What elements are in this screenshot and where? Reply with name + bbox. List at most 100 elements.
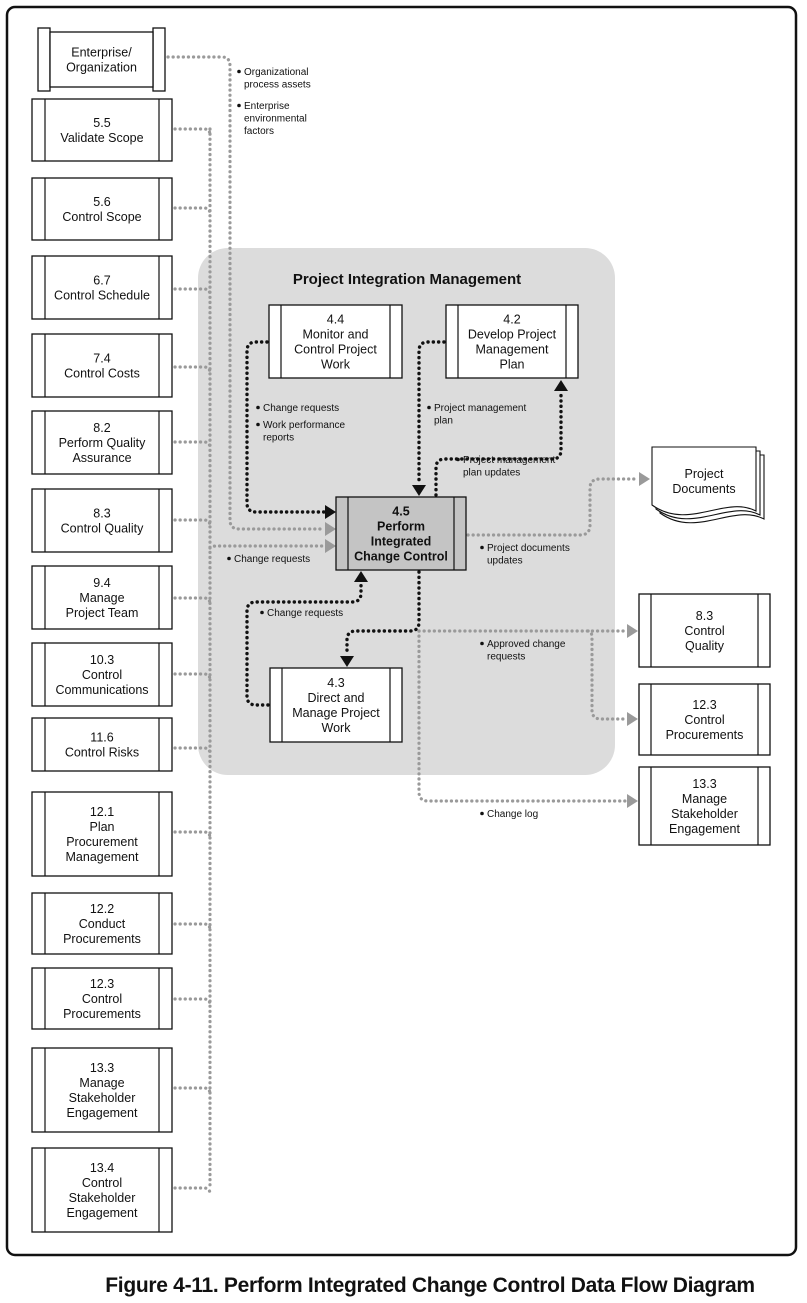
process-number: 4.2 <box>503 313 520 327</box>
process-name: Manage <box>79 1076 124 1090</box>
arrow-4-2-to-4-5 <box>412 485 426 496</box>
process-number: 13.3 <box>692 777 716 791</box>
process-name: Procurements <box>63 1007 141 1021</box>
label-line: factors <box>244 126 274 137</box>
label-line: Project documents <box>487 543 570 554</box>
label-line: Approved change <box>487 639 566 650</box>
label-line: Project management <box>434 403 526 414</box>
process-name: Stakeholder <box>69 1091 136 1105</box>
process-name: Control <box>684 713 724 727</box>
arrow-to-12-3 <box>627 712 638 726</box>
process-name: Work <box>322 721 352 735</box>
process-name: Engagement <box>67 1106 138 1120</box>
process-number: 5.5 <box>93 116 110 130</box>
flow-change-log-to-13-3 <box>417 629 628 803</box>
process-name: Change Control <box>354 550 448 564</box>
process-name: Perform Quality <box>59 436 147 450</box>
process-number: 7.4 <box>93 352 110 366</box>
label-line: Change requests <box>267 608 343 619</box>
process-name: Stakeholder <box>671 807 738 821</box>
process-number: 11.6 <box>90 731 113 745</box>
flow-enterprise-to-4-5 <box>166 55 326 531</box>
arrow-to-project-documents <box>639 472 650 486</box>
process-name: Control Quality <box>61 522 144 536</box>
arrow-enterprise-to-4-5 <box>325 522 336 536</box>
label-line: Organizational <box>244 67 308 78</box>
process-number: 8.3 <box>93 507 110 521</box>
process-name: Validate Scope <box>60 131 143 145</box>
process-name: Stakeholder <box>69 1191 136 1205</box>
process-number: 12.2 <box>90 902 114 916</box>
process-name: Procurements <box>63 932 141 946</box>
process-name: Communications <box>55 683 148 697</box>
process-name: Work <box>321 358 351 372</box>
process-name: Control Schedule <box>54 289 150 303</box>
process-name: Control Project <box>294 343 377 357</box>
process-name: Procurement <box>66 835 138 849</box>
label-line: Work performance <box>263 420 346 431</box>
process-number: 10.3 <box>90 653 114 667</box>
label-line: plan updates <box>463 468 520 479</box>
process-name: Manage Project <box>292 706 380 720</box>
process-name: Control <box>82 992 122 1006</box>
process-name: Conduct <box>79 917 126 931</box>
arrow-4-4-to-4-5 <box>325 505 336 519</box>
process-name: Manage <box>79 591 124 605</box>
process-number: 12.1 <box>90 805 114 819</box>
process-name: Control <box>82 1176 122 1190</box>
flow-4-5-to-4-3 <box>345 570 421 657</box>
process-number: 4.4 <box>327 313 344 327</box>
process-name: Control <box>82 668 122 682</box>
arrow-to-8-3 <box>627 624 638 638</box>
process-name: Monitor and <box>302 328 368 342</box>
flow-4-4-to-4-5 <box>245 340 326 514</box>
label-line: Change requests <box>234 554 310 565</box>
process-name: Plan <box>499 358 524 372</box>
label-line: reports <box>263 433 294 444</box>
process-name: Quality <box>685 639 725 653</box>
process-name: Develop Project <box>468 328 557 342</box>
process-name: Integrated <box>371 535 431 549</box>
label-change-requests-from-4-4: Change requests <box>256 403 339 414</box>
process-number: 12.3 <box>90 977 114 991</box>
process-number: 6.7 <box>93 274 110 288</box>
process-number: 8.2 <box>93 421 110 435</box>
process-name: Management <box>476 343 549 357</box>
label-line: Change log <box>487 809 538 820</box>
process-number: 4.5 <box>392 505 409 519</box>
label-work-performance-reports: Work performance reports <box>256 420 346 444</box>
process-name: Procurements <box>666 728 744 742</box>
process-number: 8.3 <box>696 609 713 623</box>
label-change-requests-from-4-3: Change requests <box>260 608 343 619</box>
label-line: environmental <box>244 114 307 125</box>
label-line: Change requests <box>263 403 339 414</box>
process-name: Control <box>684 624 724 638</box>
arrow-4-3-to-4-5 <box>354 571 368 582</box>
process-name: Control Costs <box>64 367 140 381</box>
arrow-change-requests-to-4-5 <box>325 539 336 553</box>
document-label: Documents <box>672 482 735 496</box>
process-number: 13.4 <box>90 1161 114 1175</box>
process-number: 13.3 <box>90 1061 114 1075</box>
flow-approved-to-12-3 <box>586 629 628 721</box>
process-name: Plan <box>89 820 114 834</box>
arrow-to-13-3 <box>627 794 638 808</box>
